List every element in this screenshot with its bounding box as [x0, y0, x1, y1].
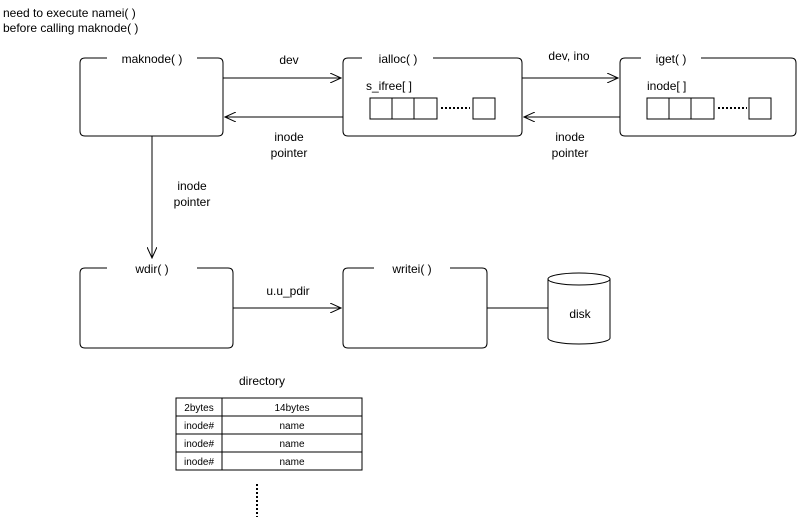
s-ifree-cell: [391, 97, 415, 120]
wdir-box: [79, 267, 234, 349]
note-line-1: need to execute namei( ): [3, 6, 136, 20]
s-ifree-label: s_ifree[ ]: [366, 79, 412, 93]
wdir-title: wdir( ): [134, 262, 168, 276]
iget-title: iget( ): [656, 52, 687, 66]
inode-array-label: inode[ ]: [647, 79, 686, 93]
directory-cell: inode#: [184, 439, 214, 450]
u-u-pdir-label: u.u_pdir: [266, 284, 309, 298]
inode-pointer-label-line2: pointer: [271, 146, 308, 160]
iget-inode-pointer-label-line1: inode: [555, 130, 585, 144]
s-ifree-cell: [472, 97, 496, 120]
ialloc-box: [342, 57, 523, 137]
inode-cell: [668, 97, 692, 120]
directory-header-cell: 2bytes: [184, 403, 213, 414]
directory-header-cell: 14bytes: [274, 403, 309, 414]
directory-cell: name: [279, 439, 304, 450]
disk-label: disk: [569, 307, 591, 321]
writei-title: writei( ): [391, 262, 431, 276]
s-ifree-cell: [413, 97, 438, 120]
directory-table: [175, 397, 363, 471]
maknode-inode-pointer-label-line1: inode: [177, 179, 207, 193]
inode-cell: [646, 97, 670, 120]
maknode-inode-pointer-label-line2: pointer: [174, 195, 211, 209]
disk-icon: [547, 272, 611, 345]
inode-pointer-label-line1: inode: [274, 130, 304, 144]
iget-inode-pointer-label-line2: pointer: [552, 146, 589, 160]
directory-cell: inode#: [184, 421, 214, 432]
directory-cell: name: [279, 421, 304, 432]
dev-label: dev: [279, 53, 298, 67]
maknode-title: maknode( ): [122, 52, 183, 66]
ialloc-title: ialloc( ): [379, 52, 418, 66]
note-line-2: before calling maknode( ): [3, 21, 139, 35]
writei-box: [342, 267, 488, 349]
inode-cell: [748, 97, 772, 120]
directory-title: directory: [239, 374, 285, 388]
directory-cell: name: [279, 457, 304, 468]
dev-ino-label: dev, ino: [548, 49, 589, 63]
maknode-box: [79, 57, 224, 137]
iget-box: [619, 57, 797, 137]
inode-cell: [690, 97, 715, 120]
directory-cell: inode#: [184, 457, 214, 468]
s-ifree-cell: [369, 97, 393, 120]
